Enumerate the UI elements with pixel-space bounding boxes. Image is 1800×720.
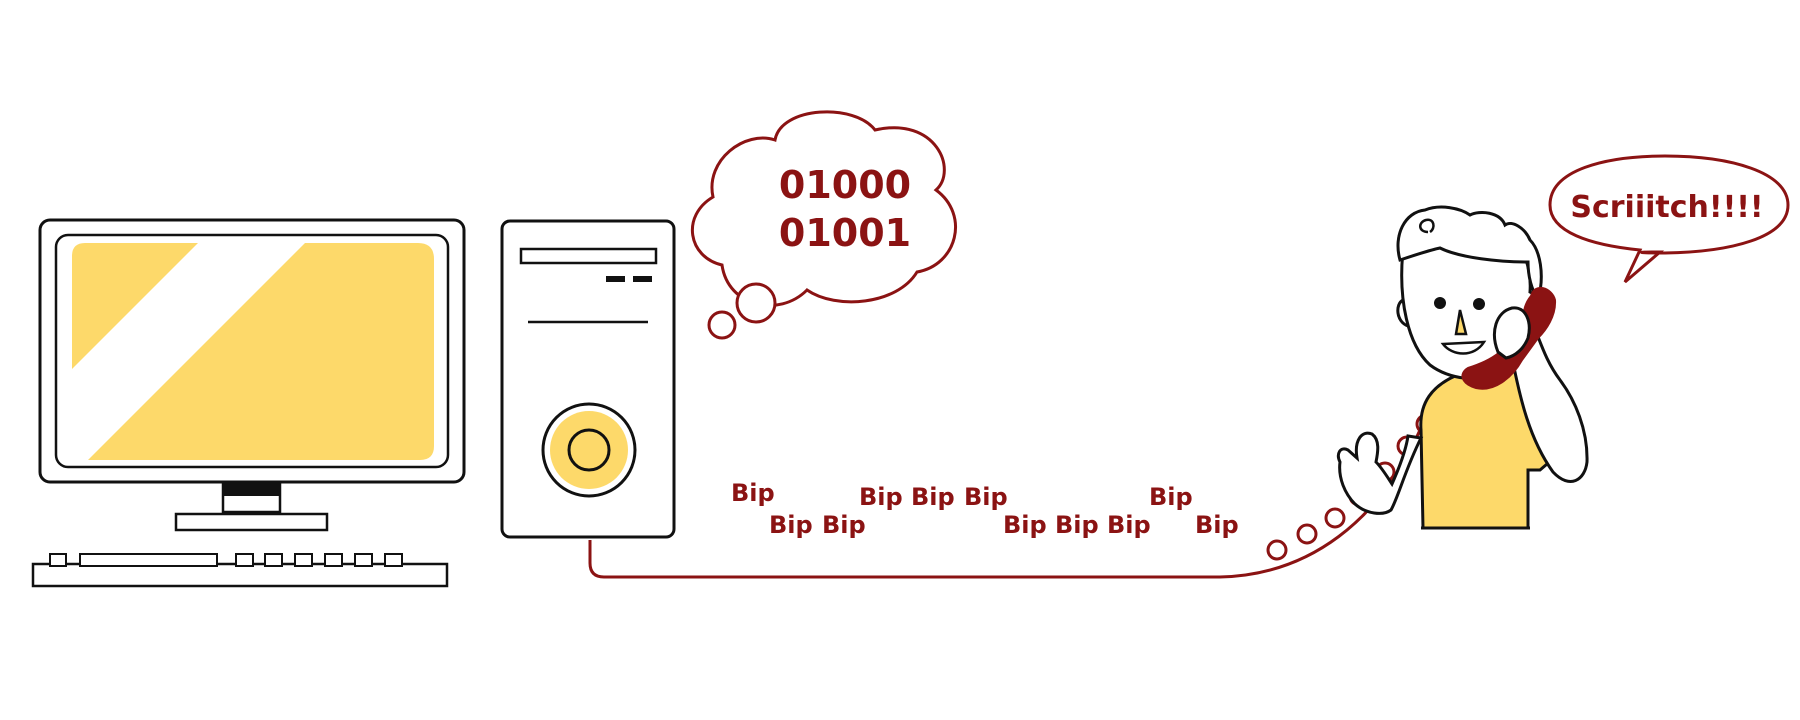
person bbox=[1336, 205, 1589, 530]
keyboard bbox=[31, 553, 449, 588]
bip-text: Bip bbox=[1107, 511, 1151, 539]
monitor-screen-upper-glare bbox=[72, 243, 198, 369]
bip-text: Bip bbox=[731, 479, 775, 507]
computer-monitor bbox=[38, 218, 466, 532]
keyboard-key bbox=[264, 553, 283, 567]
left-eye bbox=[1434, 297, 1446, 309]
monitor-neck-shadow bbox=[223, 482, 280, 496]
nose bbox=[1454, 309, 1468, 336]
binary-line-2: 01001 bbox=[779, 211, 911, 255]
keyboard-key bbox=[49, 553, 67, 567]
tower-power-button-fill bbox=[550, 411, 628, 489]
thought-bubble: 01000 01001 bbox=[690, 110, 957, 340]
thought-cloud bbox=[690, 110, 957, 307]
keyboard-key bbox=[235, 553, 254, 567]
right-eye bbox=[1473, 298, 1485, 310]
cable-coil bbox=[1266, 539, 1288, 561]
bip-text: Bip bbox=[822, 511, 866, 539]
monitor-screen-lower-fill bbox=[88, 243, 434, 460]
tower-drive-bay bbox=[519, 247, 658, 265]
bip-text: Bip bbox=[859, 483, 903, 511]
cable-coil bbox=[1296, 523, 1318, 545]
thought-dot-large bbox=[735, 282, 777, 324]
bip-text: Bip bbox=[1195, 511, 1239, 539]
bip-sounds: Bip Bip Bip Bip Bip Bip Bip Bip Bip Bip … bbox=[731, 479, 1239, 539]
hand-on-phone bbox=[1493, 306, 1531, 360]
bip-text: Bip bbox=[769, 511, 813, 539]
ear bbox=[1396, 298, 1409, 328]
keyboard-body bbox=[31, 562, 449, 588]
tower-led bbox=[633, 276, 652, 282]
hair-curl bbox=[1419, 218, 1435, 234]
speech-bubble-shape bbox=[1548, 154, 1790, 284]
bip-text: Bip bbox=[1149, 483, 1193, 511]
bip-text: Bip bbox=[1055, 511, 1099, 539]
keyboard-key bbox=[354, 553, 373, 567]
computer-tower bbox=[500, 219, 676, 539]
left-arm-hand bbox=[1336, 431, 1424, 515]
right-arm bbox=[1509, 318, 1589, 483]
keyboard-key bbox=[384, 553, 403, 567]
tower-power-button-inner bbox=[567, 428, 611, 472]
keyboard-spacebar bbox=[79, 553, 218, 567]
speech-text: Scriiitch!!!! bbox=[1570, 190, 1763, 225]
bip-text: Bip bbox=[1003, 511, 1047, 539]
monitor-base bbox=[174, 512, 329, 532]
mouth bbox=[1440, 340, 1487, 355]
hair bbox=[1396, 205, 1543, 304]
speech-bubble: Scriiitch!!!! bbox=[1548, 154, 1790, 284]
keyboard-key bbox=[324, 553, 343, 567]
bip-text: Bip bbox=[964, 483, 1008, 511]
keyboard-key bbox=[294, 553, 313, 567]
binary-line-1: 01000 bbox=[779, 163, 911, 207]
thought-dot-small bbox=[707, 310, 737, 340]
tower-led bbox=[606, 276, 625, 282]
bip-text: Bip bbox=[911, 483, 955, 511]
cable-coil bbox=[1324, 507, 1346, 529]
